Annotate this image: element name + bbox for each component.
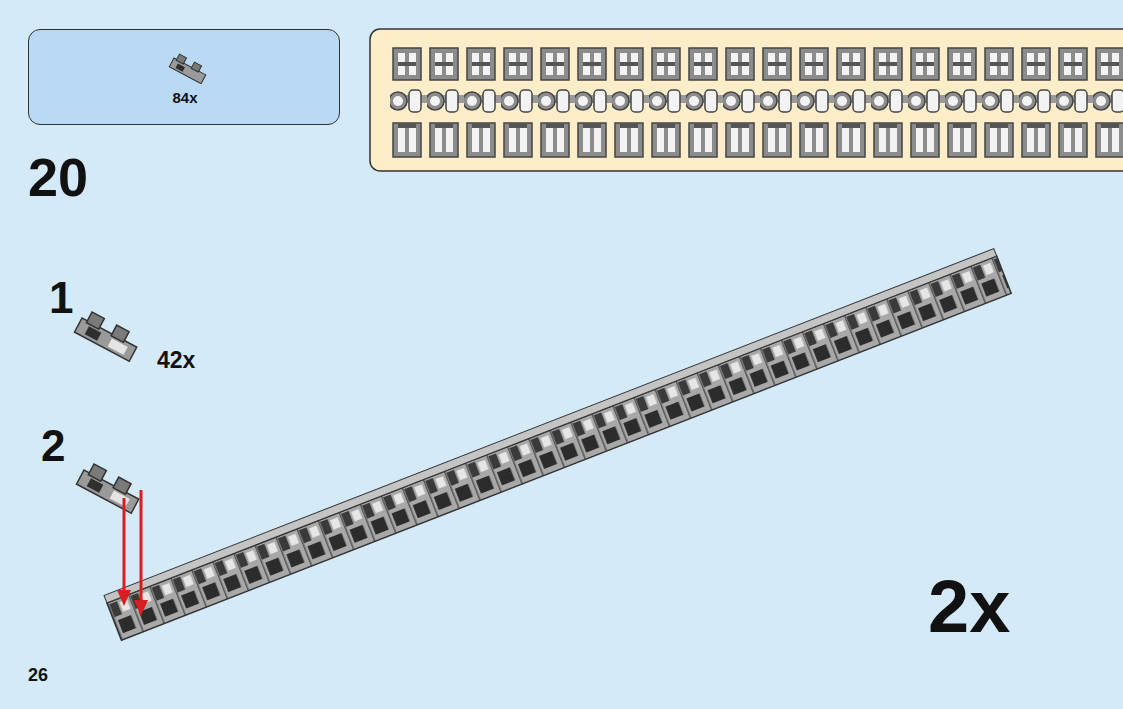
- parts-row: [390, 120, 1123, 160]
- quantity: 42x: [157, 349, 195, 372]
- part-icon: [168, 48, 218, 84]
- substep-number: 1: [49, 276, 73, 320]
- quantity: 84x: [172, 90, 197, 105]
- parts-row: [390, 45, 1123, 83]
- substep-number: 2: [41, 424, 65, 468]
- parts-callout: 84x: [28, 29, 340, 125]
- parts-sheet: [370, 29, 1123, 171]
- part-piece: [74, 309, 141, 361]
- repeat-count: 2x: [928, 570, 1010, 644]
- insert-arrow: [117, 490, 148, 616]
- step-number: 20: [28, 150, 88, 204]
- rail-assembly: [104, 249, 1011, 641]
- part-piece: [76, 461, 143, 513]
- page-number: 26: [28, 666, 48, 684]
- parts-row: [390, 85, 1123, 117]
